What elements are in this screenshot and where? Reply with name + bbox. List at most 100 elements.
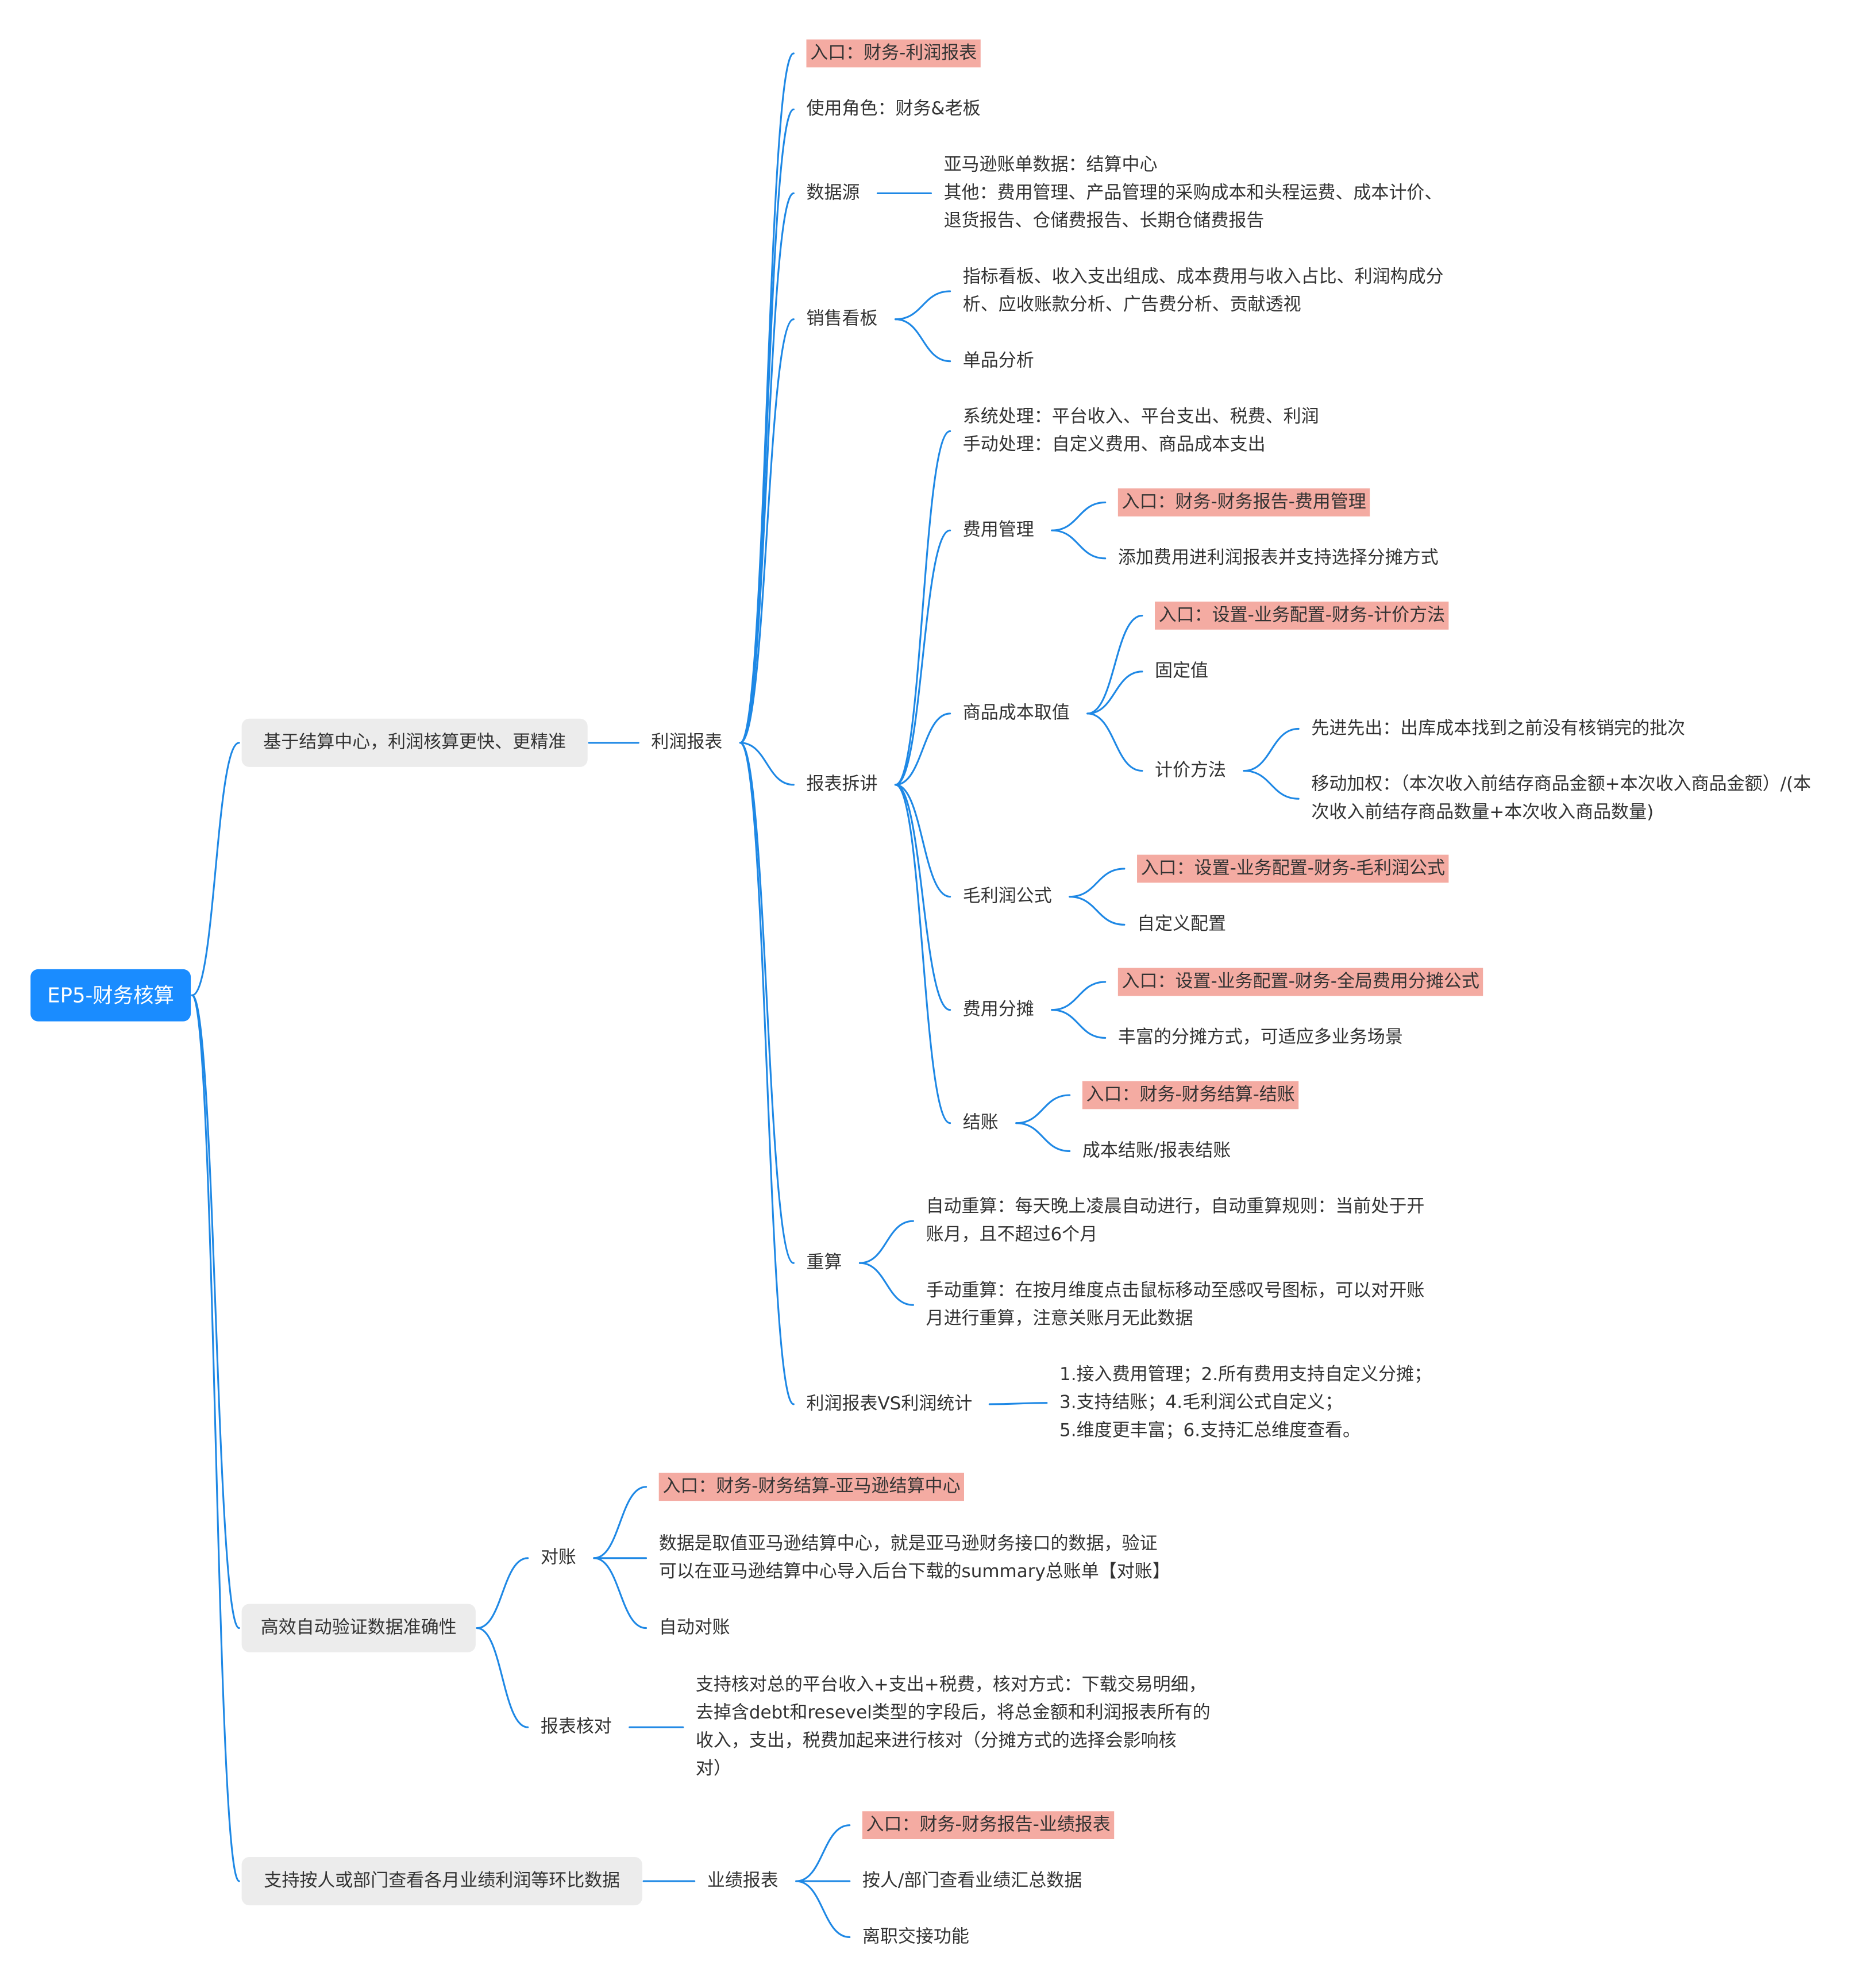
connector-line: [1086, 614, 1143, 715]
connector-line: [894, 290, 951, 321]
connector-line: [795, 1824, 851, 1882]
connector-line: [476, 1627, 529, 1728]
custom-config: 自定义配置: [1137, 914, 1227, 935]
connector-line: [894, 784, 951, 1124]
sales-board-metrics: 指标看板、收入支出组成、成本费用与收入占比、利润构成分 析、应收账款分析、广告费…: [963, 263, 1444, 319]
cost-allocation-desc: 丰富的分摊方式，可适应多业务场景: [1117, 1027, 1403, 1049]
connector-line: [1015, 1122, 1071, 1152]
text-line: 支持核对总的平台收入+支出+税费，核对方式：下载交易明细，: [695, 1675, 1207, 1696]
expense-management-entry-badge: 入口：财务-财务报告-费用管理: [1117, 488, 1370, 517]
recalculation-topic: 重算: [806, 1253, 842, 1273]
connector-line: [858, 1262, 914, 1306]
text-line: 亚马逊账单数据：结算中心: [943, 155, 1158, 176]
view-by-person: 按人/部门查看业绩汇总数据: [862, 1871, 1082, 1891]
data-source-details: 亚马逊账单数据：结算中心 其他：费用管理、产品管理的采购成本和头程运费、成本计价…: [944, 151, 1443, 235]
connector-line: [894, 784, 951, 898]
profit-report-topic: 利润报表: [651, 733, 723, 753]
connector-line: [739, 742, 795, 1264]
text-line: 月进行重算，注意关账月无此数据: [926, 1308, 1193, 1330]
connector-line: [894, 430, 951, 786]
text-line: 数据是取值亚马逊结算中心，就是亚马逊财务接口的数据，验证: [658, 1534, 1158, 1555]
connector-line: [739, 742, 795, 786]
connector-line: [1086, 712, 1143, 772]
processing-modes: 系统处理：平台收入、平台支出、税费、利润 手动处理：自定义费用、商品成本支出: [963, 403, 1319, 459]
connector-line: [593, 1557, 648, 1629]
text-line: 5.维度更丰富；6.支持汇总维度查看。: [1059, 1420, 1361, 1442]
connector-line: [795, 1880, 851, 1939]
connector-line: [739, 318, 795, 744]
text-line: 收入，支出，税费加起来进行核对（分摊方式的选择会影响核: [695, 1731, 1177, 1752]
text-line: 系统处理：平台收入、平台支出、税费、利润: [962, 407, 1319, 427]
connector-line: [1243, 769, 1300, 800]
comparison-topic: 利润报表VS利润统计: [806, 1394, 973, 1415]
comparison-details: 1.接入费用管理；2.所有费用支持自定义分摊； 3.支持结账；4.毛利润公式自定…: [1059, 1361, 1432, 1445]
branch-settlement: 基于结算中心，利润核算更快、更精准: [241, 718, 588, 767]
report-check-topic: 报表核对: [540, 1717, 612, 1737]
closing-entry-badge: 入口：财务-财务结算-结账: [1082, 1081, 1299, 1109]
connector-line: [191, 742, 240, 996]
profit-report-entry-badge: 入口：财务-利润报表: [806, 39, 981, 68]
text-line: 3.支持结账；4.毛利润公式自定义；: [1059, 1393, 1343, 1413]
connector-line: [739, 192, 795, 744]
report-check-details: 支持核对总的平台收入+支出+税费，核对方式：下载交易明细， 去掉含debt和re…: [696, 1671, 1211, 1783]
text-line: 可以在亚马逊结算中心导入后台下载的summary总账单【对账】: [658, 1562, 1170, 1582]
product-cost-topic: 商品成本取值: [962, 703, 1070, 724]
data-source-topic: 数据源: [806, 183, 860, 204]
reconcile-desc: 数据是取值亚马逊结算中心，就是亚马逊财务接口的数据，验证 可以在亚马逊结算中心导…: [659, 1530, 1170, 1586]
single-item-analysis: 单品分析: [962, 350, 1034, 372]
closing-desc: 成本结账/报表结账: [1082, 1141, 1231, 1162]
text-line: 账月，且不超过6个月: [926, 1224, 1098, 1246]
connector-line: [894, 529, 951, 786]
text-line: 析、应收账款分析、广告费分析、贡献透视: [962, 295, 1301, 315]
connector-line: [894, 784, 951, 1011]
cost-allocation-topic: 费用分摊: [962, 999, 1034, 1020]
resignation-handover: 离职交接功能: [862, 1927, 969, 1948]
text-line: 1.接入费用管理；2.所有费用支持自定义分摊；: [1059, 1365, 1432, 1385]
text-line: 指标看板、收入支出组成、成本费用与收入占比、利润构成分: [962, 267, 1444, 288]
connector-line: [1051, 981, 1107, 1011]
connector-line: [1051, 1009, 1107, 1039]
fifo-method: 先进先出：出库成本找到之前没有核销完的批次: [1311, 718, 1686, 739]
connector-line: [739, 52, 795, 744]
text-line: 自动重算：每天晚上凌晨自动进行，自动重算规则：当前处于开: [926, 1197, 1425, 1218]
fixed-value: 固定值: [1155, 661, 1209, 682]
connector-line: [894, 318, 951, 363]
text-line: 对）: [695, 1759, 731, 1779]
connector-line: [1051, 501, 1107, 531]
expense-management-desc: 添加费用进利润报表并支持选择分摊方式: [1117, 548, 1439, 569]
closing-topic: 结账: [962, 1112, 999, 1134]
text-line: 退货报告、仓储费报告、长期仓储费报告: [943, 211, 1265, 232]
gross-profit-entry-badge: 入口：设置-业务配置-财务-毛利润公式: [1137, 854, 1449, 883]
text-line: 去掉含debt和resevel类型的字段后，将总金额和利润报表所有的: [695, 1703, 1211, 1724]
connector-line: [191, 994, 240, 1629]
branch-performance: 支持按人或部门查看各月业绩利润等环比数据: [241, 1857, 642, 1906]
expense-management-topic: 费用管理: [962, 520, 1034, 541]
connector-line: [476, 1557, 529, 1629]
text-line: 手动处理：自定义费用、商品成本支出: [962, 435, 1266, 456]
reconcile-topic: 对账: [540, 1548, 576, 1569]
connector-line: [1015, 1094, 1071, 1124]
gross-profit-formula-topic: 毛利润公式: [962, 886, 1052, 907]
connector-line: [988, 1402, 1048, 1405]
connector-line: [1086, 671, 1143, 715]
connector-line: [1051, 529, 1107, 560]
sales-board-topic: 销售看板: [806, 309, 878, 330]
auto-reconcile: 自动对账: [658, 1617, 730, 1639]
text-line: 其他：费用管理、产品管理的采购成本和头程运费、成本计价、: [943, 183, 1443, 204]
connector-line: [191, 994, 240, 1882]
connector-line: [1069, 868, 1126, 898]
connector-line: [739, 742, 795, 1405]
reconcile-entry-badge: 入口：财务-财务结算-亚马逊结算中心: [658, 1473, 965, 1501]
text-line: 次收入前结存商品数量+本次收入商品数量): [1311, 802, 1654, 823]
branch-validation: 高效自动验证数据准确性: [241, 1604, 476, 1652]
text-line: 手动重算：在按月维度点击鼠标移动至感叹号图标，可以对开账: [926, 1281, 1425, 1301]
manual-recalculation: 手动重算：在按月维度点击鼠标移动至感叹号图标，可以对开账 月进行重算，注意关账月…: [926, 1277, 1425, 1333]
performance-report-topic: 业绩报表: [707, 1871, 779, 1891]
text-line: 移动加权：（本次收入前结存商品金额+本次收入商品金额）/(本: [1311, 775, 1812, 795]
performance-report-entry-badge: 入口：财务-财务报告-业绩报表: [862, 1811, 1115, 1840]
connector-line: [593, 1486, 648, 1559]
pricing-method-topic: 计价方法: [1155, 760, 1227, 781]
product-cost-entry-badge: 入口：设置-业务配置-财务-计价方法: [1155, 602, 1449, 630]
connector-line: [1243, 727, 1300, 772]
